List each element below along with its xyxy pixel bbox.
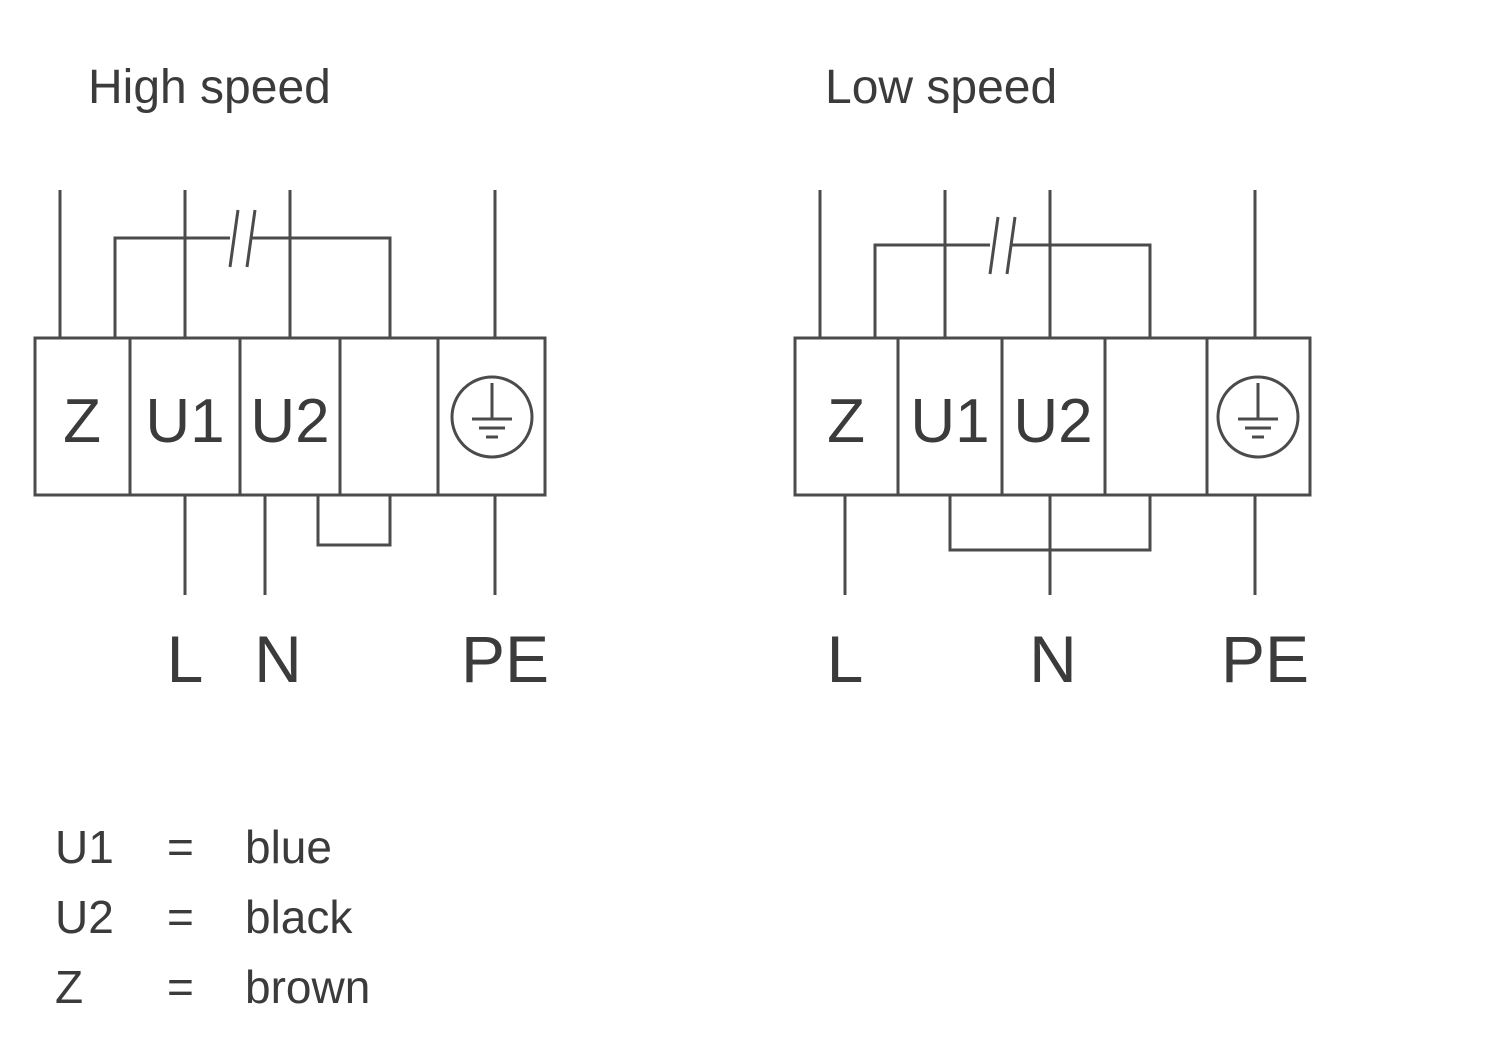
jumper-wire — [948, 495, 1152, 552]
legend-equals: = — [167, 821, 194, 873]
line-label-n: N — [254, 622, 302, 696]
terminal-label-u2: U2 — [1013, 387, 1092, 456]
terminal-label-u1: U1 — [910, 387, 989, 456]
capacitor-wire-right — [1012, 243, 1152, 338]
legend: U1 = blue U2 = black Z = brown — [55, 812, 370, 1022]
terminal-label-u2: U2 — [250, 387, 329, 456]
line-label-l: L — [827, 622, 864, 696]
top-wires-low — [818, 190, 1257, 338]
low-speed-diagram: Low speed Z U1 U2 — [793, 61, 1312, 696]
legend-equals: = — [167, 961, 194, 1013]
earth-icon — [450, 375, 534, 459]
capacitor-wire-left — [873, 243, 990, 338]
high-speed-diagram: High speed Z U1 U2 — [33, 61, 549, 696]
terminal-dividers — [896, 338, 1209, 495]
legend-term: Z — [55, 961, 84, 1013]
legend-row: Z = brown — [55, 952, 370, 1022]
capacitor-plate — [228, 209, 240, 268]
terminal-block-low: Z U1 U2 — [793, 336, 1312, 497]
terminal-dividers — [128, 338, 440, 495]
capacitor-plate — [988, 216, 1000, 275]
legend-color: brown — [245, 961, 371, 1013]
capacitor-icon — [228, 209, 257, 268]
line-label-l: L — [167, 622, 204, 696]
capacitor-plate — [245, 209, 257, 268]
terminal-label-u1: U1 — [145, 387, 224, 456]
legend-term: U1 — [55, 821, 114, 873]
line-label-pe: PE — [461, 622, 549, 696]
earth-circle — [450, 375, 534, 459]
diagram-title-high: High speed — [88, 61, 331, 114]
legend-row: U1 = blue — [55, 812, 370, 882]
bottom-wires-low — [843, 495, 1257, 595]
capacitor-wire-left — [113, 236, 230, 338]
terminal-label-z: Z — [827, 387, 865, 456]
capacitor-icon — [988, 216, 1017, 275]
jumper-wire — [316, 495, 392, 547]
terminal-block-high: Z U1 U2 — [33, 336, 547, 497]
top-wires-high — [58, 190, 497, 338]
legend-color: blue — [245, 821, 332, 873]
diagram-title-low: Low speed — [825, 61, 1057, 114]
wiring-diagram-canvas: High speed Z U1 U2 — [33, 61, 1312, 696]
legend-color: black — [245, 891, 353, 943]
terminal-label-z: Z — [63, 387, 101, 456]
line-label-pe: PE — [1221, 622, 1309, 696]
legend-row: U2 = black — [55, 882, 370, 952]
earth-circle — [1216, 375, 1300, 459]
bottom-wires-high — [183, 495, 497, 595]
terminal-block — [793, 336, 1312, 497]
capacitor-wire-right — [252, 236, 392, 338]
legend-term: U2 — [55, 891, 114, 943]
line-label-n: N — [1029, 622, 1077, 696]
terminal-block — [33, 336, 547, 497]
earth-icon — [1216, 375, 1300, 459]
capacitor-plate — [1005, 216, 1017, 275]
legend-equals: = — [167, 891, 194, 943]
